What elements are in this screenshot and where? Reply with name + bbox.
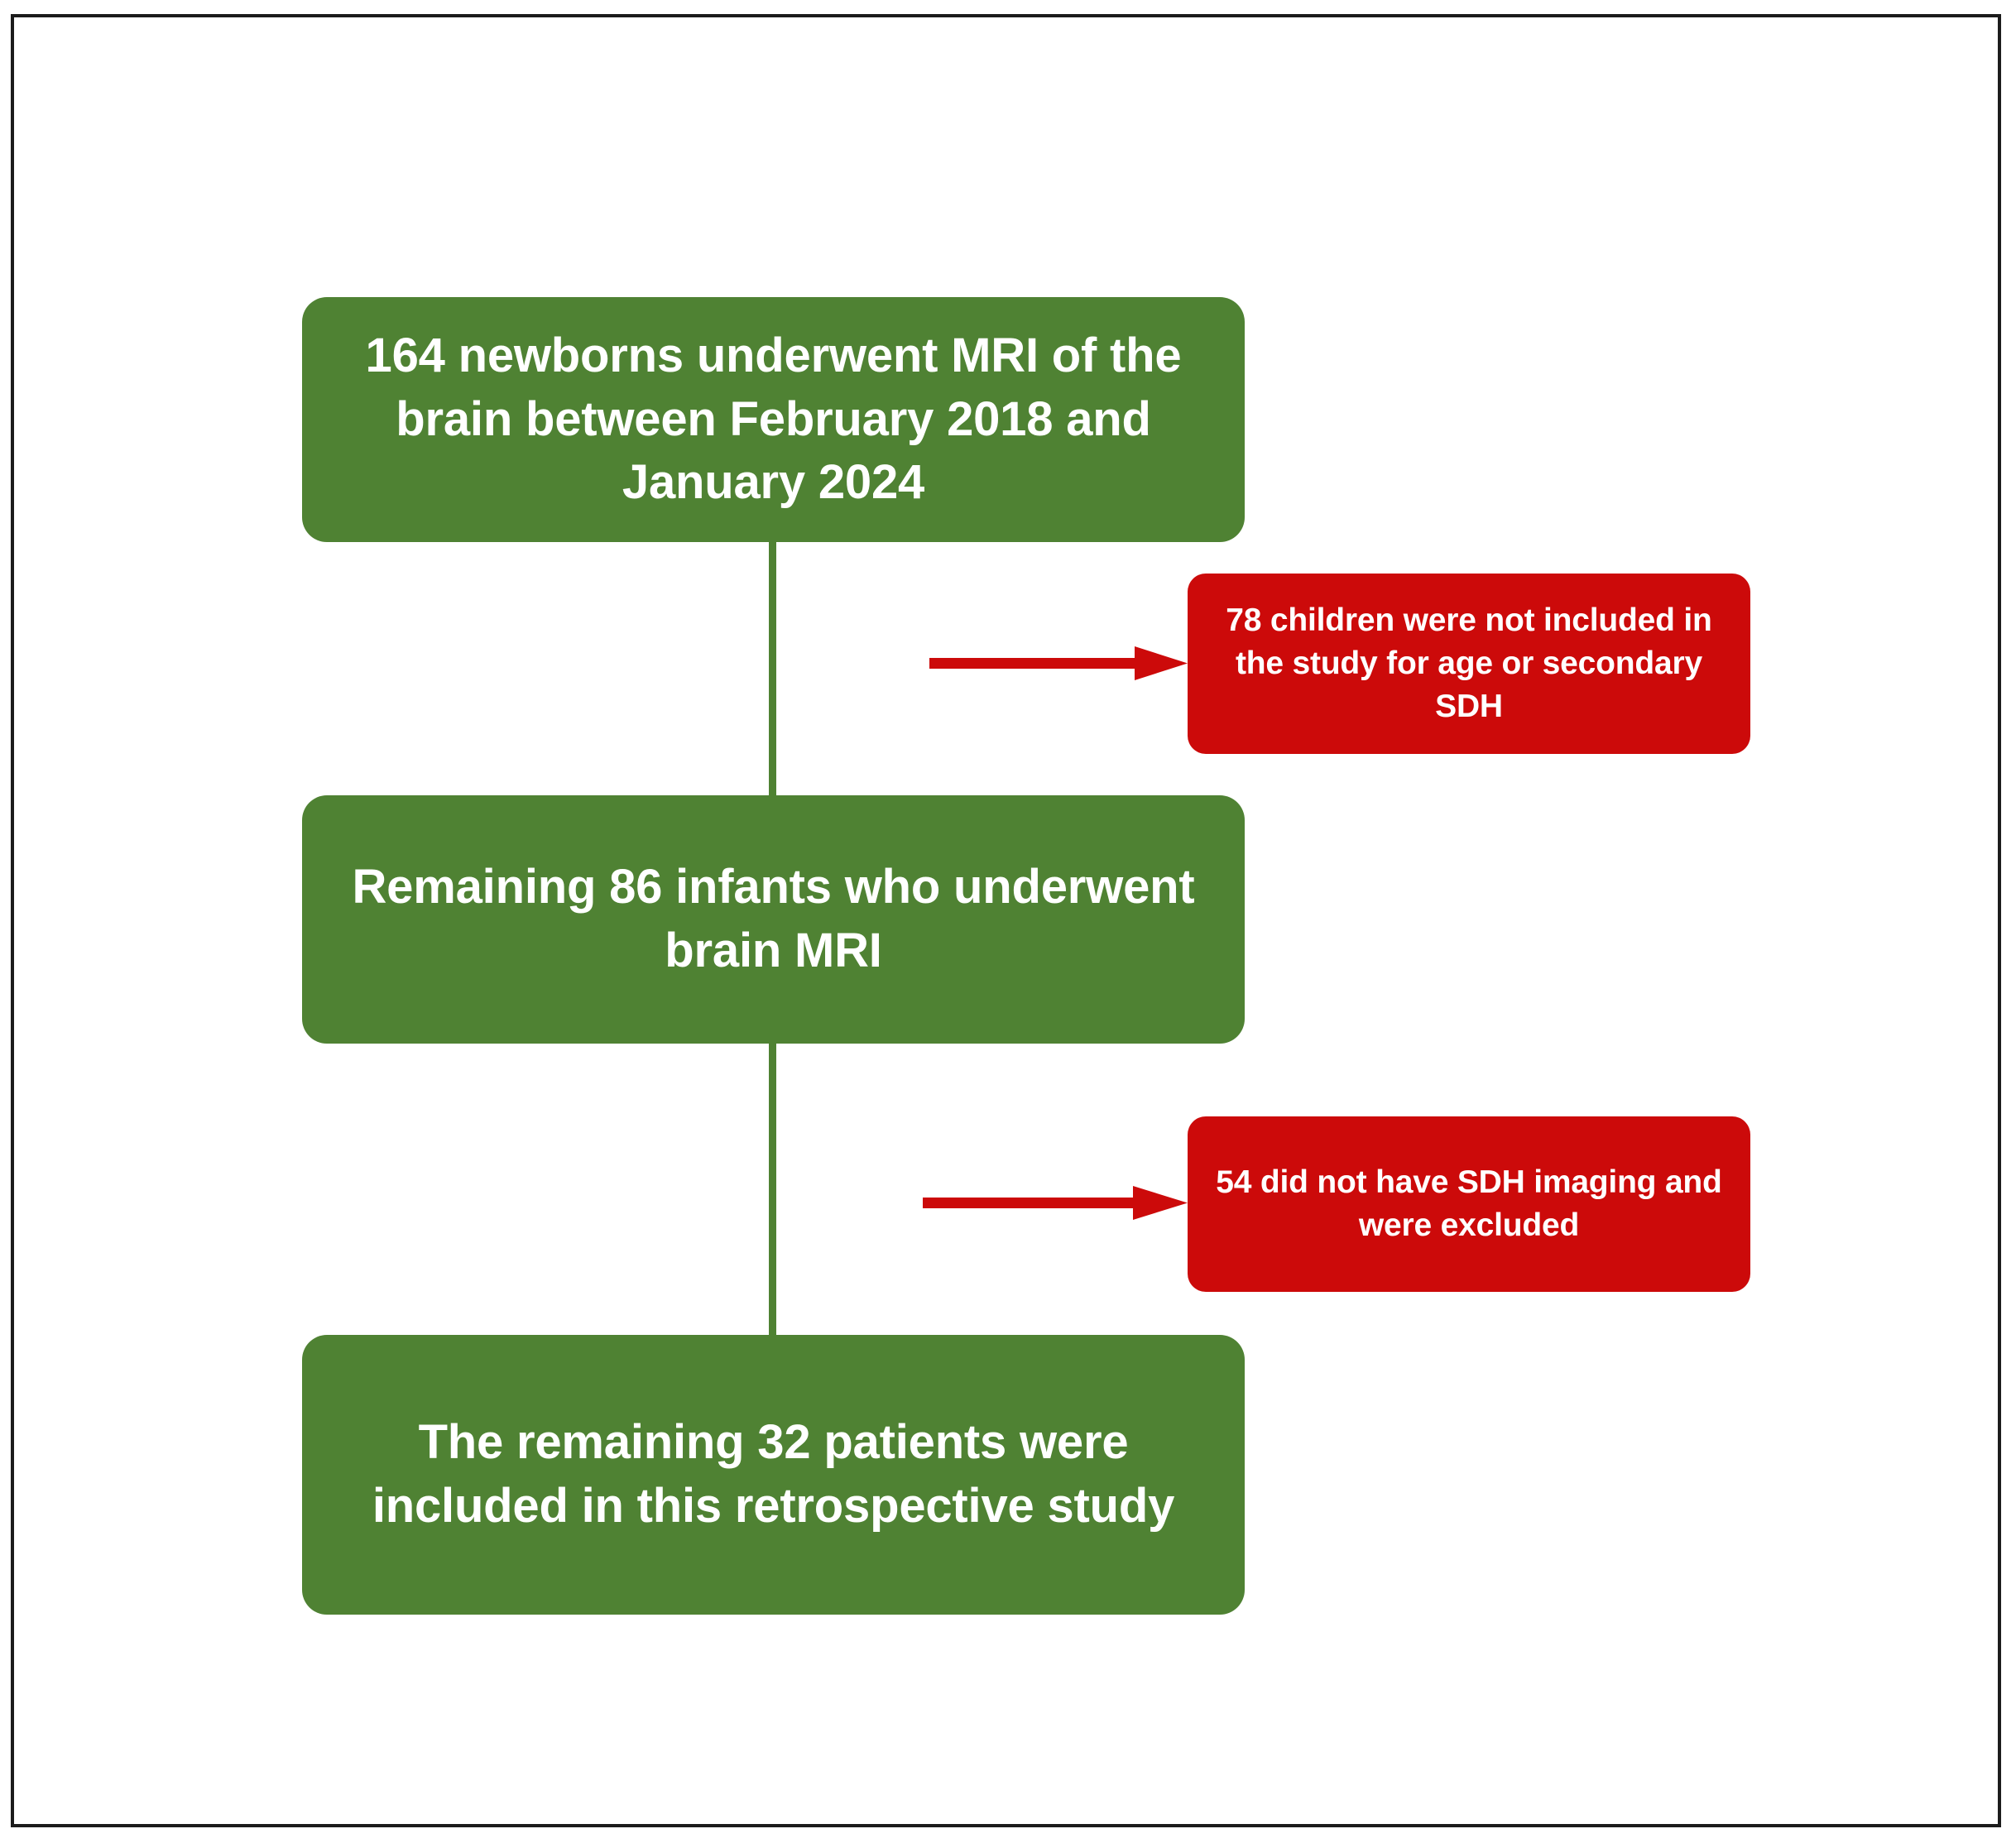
- flow-node-remaining: Remaining 86 infants who underwent brain…: [302, 795, 1245, 1044]
- connector-cohort-to-remaining: [769, 537, 776, 802]
- flow-node-included-label: The remaining 32 patients were included …: [372, 1415, 1175, 1533]
- flow-node-cohort: 164 newborns underwent MRI of the brain …: [302, 297, 1245, 542]
- flow-node-excluded-age-label: 78 children were not included in the stu…: [1226, 602, 1712, 725]
- figure-frame: 164 newborns underwent MRI of the brain …: [11, 14, 2001, 1827]
- flow-node-included: The remaining 32 patients were included …: [302, 1335, 1245, 1615]
- connector-remaining-to-included: [769, 1039, 776, 1342]
- flow-node-excluded-sdh-label: 54 did not have SDH imaging and were exc…: [1216, 1164, 1722, 1243]
- flow-node-excluded-age: 78 children were not included in the stu…: [1188, 574, 1750, 754]
- flow-node-excluded-sdh: 54 did not have SDH imaging and were exc…: [1188, 1116, 1750, 1292]
- flow-node-cohort-label: 164 newborns underwent MRI of the brain …: [365, 329, 1182, 510]
- arrow-cohort-to-excluded-age: [929, 640, 1188, 686]
- arrow-remaining-to-excluded-sdh: [923, 1179, 1188, 1226]
- flow-node-remaining-label: Remaining 86 infants who underwent brain…: [352, 860, 1195, 977]
